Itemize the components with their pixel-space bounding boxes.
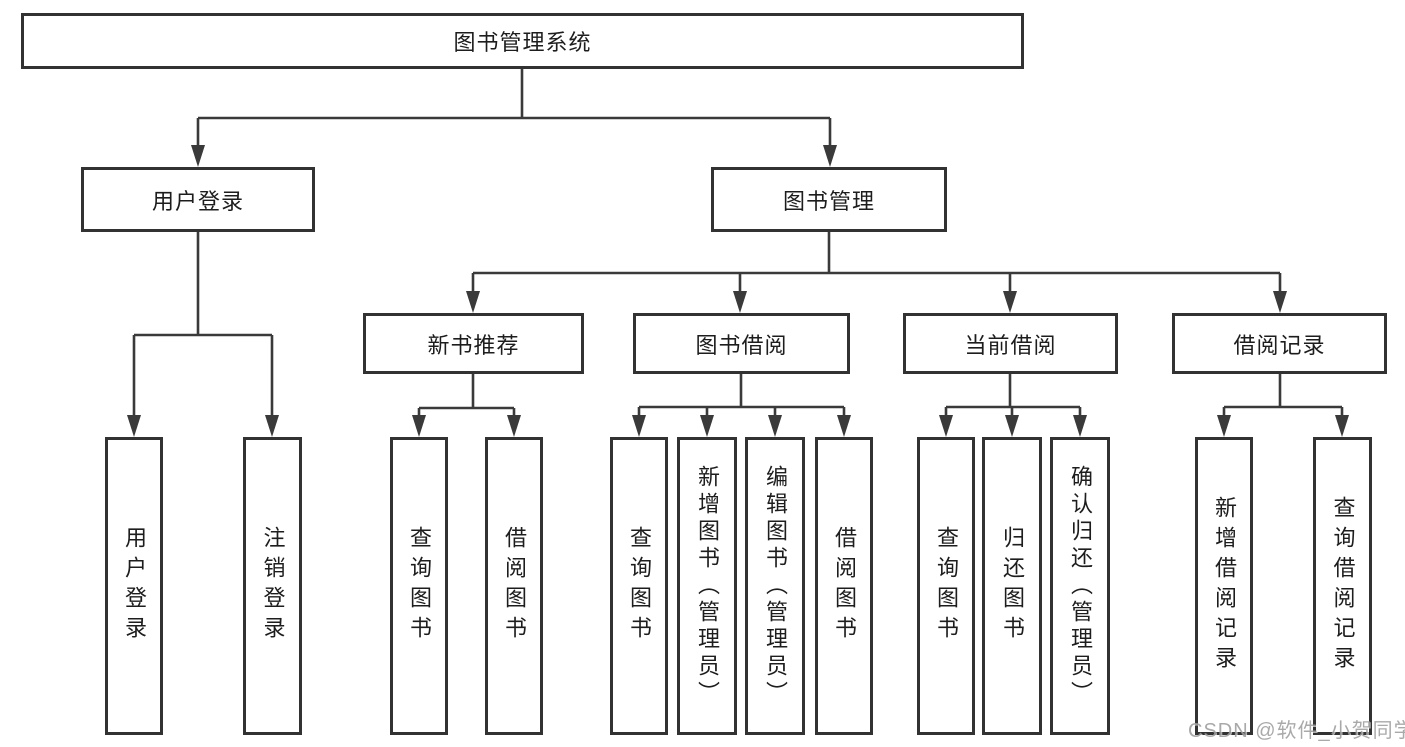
leaf-label: 查询图书 [934,526,959,646]
leaf-query-books-2: 查询图书 [610,437,668,735]
leaf-query-borrow-record: 查询借阅记录 [1313,437,1372,735]
connector-root [191,69,837,167]
leaf-return-book: 归还图书 [982,437,1042,735]
arrowhead-icon [733,291,747,313]
arrowhead-icon [823,145,837,167]
arrowhead-icon [700,415,714,437]
leaf-confirm-return-admin: 确认归还（管理员） [1050,437,1110,735]
leaf-label: 借阅图书 [502,526,527,646]
arrowhead-icon [1273,291,1287,313]
connector-current-borrow [939,374,1087,437]
leaf-label: 用户登录 [122,526,147,646]
leaf-label: 查询图书 [407,526,432,646]
arrowhead-icon [507,415,521,437]
node-current-borrow: 当前借阅 [903,313,1118,374]
connector-user-login [127,232,279,437]
arrowhead-icon [1003,291,1017,313]
leaf-label: 注销登录 [260,526,286,646]
leaf-label: 新增借阅记录 [1212,496,1237,676]
arrowhead-icon [1217,415,1231,437]
leaf-borrow-books-2: 借阅图书 [815,437,873,735]
node-new-book-recommend: 新书推荐 [363,313,584,374]
arrowhead-icon [191,145,205,167]
node-book-management: 图书管理 [711,167,947,232]
arrowhead-icon [1073,415,1087,437]
connector-book-borrow [632,374,851,437]
arrowhead-icon [1335,415,1349,437]
node-user-login: 用户登录 [81,167,315,232]
connector-borrow-records [1217,374,1349,437]
leaf-label: 查询图书 [627,526,652,646]
arrowhead-icon [768,415,782,437]
arrowhead-icon [837,415,851,437]
leaf-label: 归还图书 [1000,526,1025,646]
node-borrow-records: 借阅记录 [1172,313,1387,374]
node-root: 图书管理系统 [21,13,1024,69]
leaf-logout: 注销登录 [243,437,302,735]
leaf-query-books-1: 查询图书 [390,437,448,735]
leaf-label: 借阅图书 [832,526,857,646]
leaf-label: 确认归还（管理员） [1068,464,1093,708]
leaf-query-books-3: 查询图书 [917,437,975,735]
arrowhead-icon [127,415,141,437]
leaf-user-login: 用户登录 [105,437,163,735]
leaf-edit-book-admin: 编辑图书（管理员） [745,437,805,735]
leaf-add-borrow-record: 新增借阅记录 [1195,437,1253,735]
node-book-borrow: 图书借阅 [633,313,850,374]
watermark-text: CSDN @软件_小贺同学 [1188,720,1405,742]
arrowhead-icon [632,415,646,437]
arrowhead-icon [939,415,953,437]
connector-new-book-recommend [412,374,521,437]
leaf-add-book-admin: 新增图书（管理员） [677,437,737,735]
leaf-label: 编辑图书（管理员） [763,464,788,708]
leaf-label: 新增图书（管理员） [695,464,720,708]
arrowhead-icon [265,415,279,437]
arrowhead-icon [466,291,480,313]
connector-book-management [466,232,1287,313]
leaf-label: 查询借阅记录 [1330,496,1356,676]
arrowhead-icon [412,415,426,437]
arrowhead-icon [1005,415,1019,437]
leaf-borrow-books-1: 借阅图书 [485,437,543,735]
